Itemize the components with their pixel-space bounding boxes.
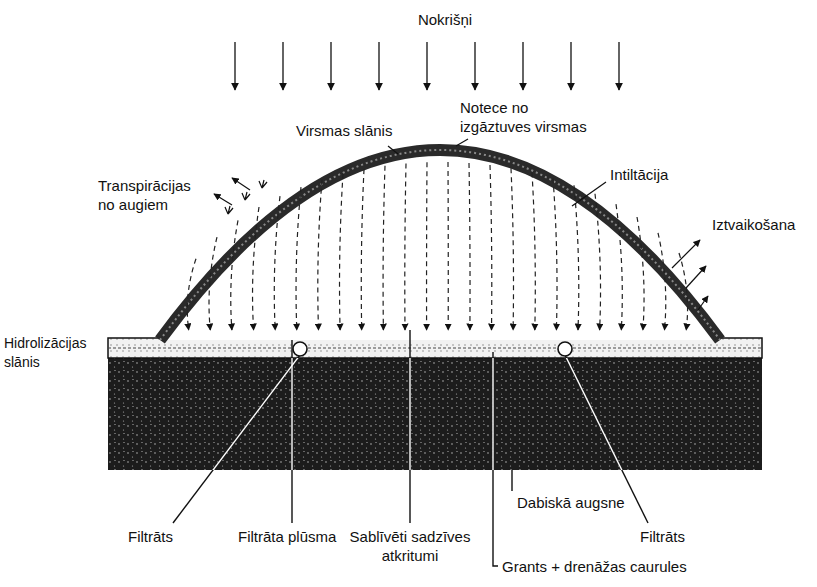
label: Virsmas slānis (296, 121, 392, 140)
infiltration-flow (296, 187, 301, 330)
label: Dabiskā augsne (517, 493, 625, 512)
infiltration-flow (574, 185, 579, 330)
infiltration-flow (511, 168, 514, 330)
infiltration-flow (340, 174, 343, 330)
infiltration-flow (490, 165, 492, 330)
leader-lines (173, 358, 648, 470)
surface-layer (160, 150, 720, 340)
label: Transpirācijas no augiem (98, 176, 182, 214)
drain-pipe (293, 342, 307, 356)
infiltration-flow (318, 180, 322, 330)
infiltration-flow (231, 220, 238, 330)
infiltration-flow (405, 163, 406, 330)
leader-lines (388, 139, 606, 206)
infiltration-flow (532, 173, 535, 331)
infiltration-flow (361, 169, 364, 330)
plants (225, 180, 267, 214)
label: Hidrolizācijas slānis (4, 334, 66, 372)
infiltration-flow (553, 178, 557, 330)
infiltration-flow (426, 162, 428, 330)
label: Sablīvēti sadzīves atkritumi (350, 527, 471, 565)
infiltration-flow (616, 204, 622, 330)
infiltration-flow (595, 194, 601, 330)
rain-arrows (235, 42, 619, 90)
infiltration-flow (187, 259, 196, 330)
infiltration-flow (447, 162, 448, 330)
label: Intiltācija (610, 165, 668, 184)
infiltration-flow (253, 207, 259, 330)
infiltration-flow (469, 163, 470, 330)
label: Filtrāts (128, 527, 173, 546)
label: Iztvaikošana (712, 215, 795, 234)
gravel-band (108, 338, 762, 358)
soil-band (108, 358, 762, 470)
evaporation-arrows (672, 240, 708, 310)
infiltration-flow (637, 217, 644, 330)
label: Notece no izgāztuves virsmas (460, 98, 588, 136)
infiltration-flow (679, 253, 688, 330)
label: Filtrāts (640, 527, 685, 546)
label: Nokrišņi (418, 10, 472, 29)
infiltration-flow (383, 166, 385, 330)
transpiration-arrows (214, 178, 250, 205)
infiltration-flow (658, 233, 666, 330)
infiltration-flow (209, 237, 217, 330)
label: Grants + drenāžas caurules (502, 557, 687, 576)
infiltration-flow (274, 196, 280, 330)
leader-lines (173, 330, 648, 566)
drain-pipe (558, 342, 572, 356)
label: Filtrāta plūsma (238, 527, 336, 546)
